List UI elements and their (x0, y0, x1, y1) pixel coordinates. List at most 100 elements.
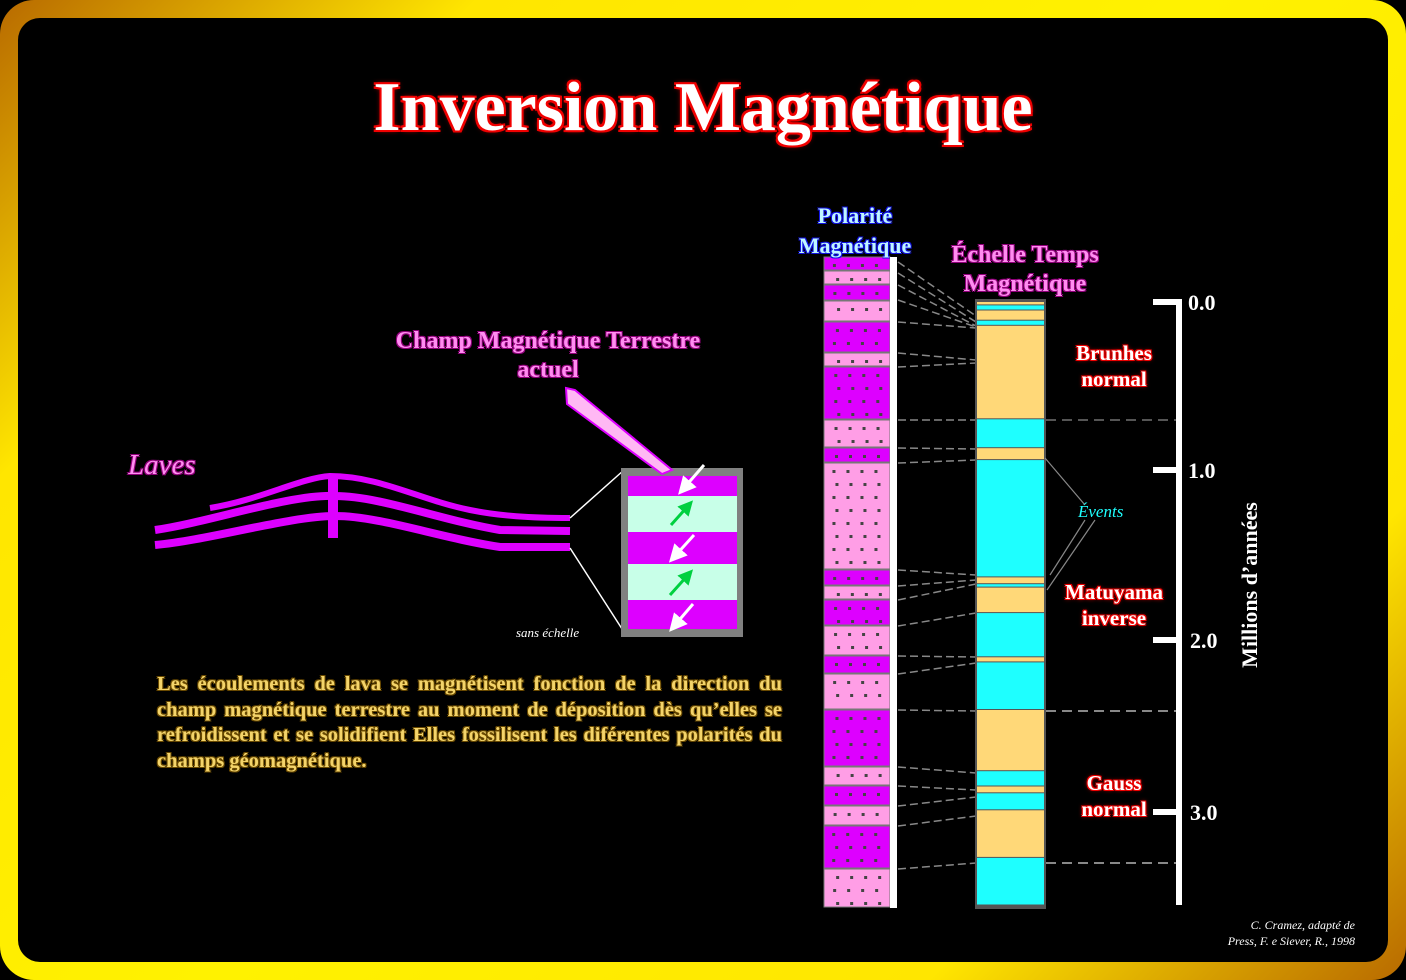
polarity-column-edge (890, 257, 897, 908)
rock-texture-dot (861, 813, 865, 816)
rock-texture-dot (879, 360, 883, 363)
rock-texture-dot (862, 427, 866, 430)
lava-layer-normal (823, 321, 891, 353)
rock-texture-dot (846, 833, 850, 836)
rock-texture-dot (846, 730, 850, 733)
rock-texture-dot (836, 278, 840, 281)
rock-texture-dot (835, 743, 839, 746)
rock-texture-dot (848, 374, 852, 377)
correlation-line (897, 299, 977, 328)
rock-texture-dot (875, 889, 879, 892)
rock-texture-dot (865, 308, 869, 311)
time-scale-column (975, 299, 1046, 909)
rock-texture-dot (836, 774, 840, 777)
rock-texture-dot (874, 264, 878, 267)
lava-layer-reverse (823, 868, 891, 908)
rock-texture-dot (832, 833, 836, 836)
rock-texture-dot (833, 292, 837, 295)
epoch-name: Matuyama (1065, 580, 1163, 604)
rock-texture-dot (865, 620, 869, 623)
rock-texture-dot (861, 681, 865, 684)
polarity-heading-line2: Magnétique (798, 233, 912, 258)
rock-texture-dot (849, 455, 852, 458)
rock-texture-dot (849, 663, 852, 666)
lava-layer-normal (823, 447, 891, 463)
correlation-line (897, 352, 977, 361)
rock-texture-dot (864, 774, 868, 777)
rock-texture-dot (874, 496, 878, 499)
rock-texture-dot (832, 264, 836, 267)
arrow-normal-icon (669, 603, 695, 632)
rock-texture-dot (837, 360, 841, 363)
rock-texture-dot (832, 756, 836, 759)
reverse-polarity-band (977, 320, 1044, 325)
rock-texture-dot (876, 374, 880, 377)
time-scale-heading-line2: Magnétique (963, 271, 1087, 297)
rock-texture-dot (848, 427, 852, 430)
rock-texture-dot (833, 681, 837, 684)
rock-texture-dot (847, 292, 851, 295)
rock-texture-dot (864, 694, 868, 697)
rock-texture-dot (865, 387, 869, 390)
rock-texture-dot (874, 548, 878, 551)
rock-texture-dot (850, 876, 854, 879)
rock-texture-dot (850, 694, 854, 697)
rock-texture-dot (846, 756, 850, 759)
correlation-line (897, 796, 977, 807)
rock-texture-dot (863, 846, 867, 849)
rock-texture-dot (837, 387, 841, 390)
lava-layer-normal (823, 785, 891, 806)
rock-texture-dot (875, 681, 879, 684)
rock-texture-dot (850, 774, 854, 777)
rock-texture-dot (864, 876, 868, 879)
rock-texture-dot (835, 509, 839, 512)
rock-texture-dot (835, 663, 838, 666)
rock-texture-dot (874, 756, 878, 759)
rock-texture-dot (877, 329, 881, 332)
rock-texture-dot (878, 774, 882, 777)
lava-layer-reverse (823, 352, 891, 367)
rock-texture-dot (849, 743, 853, 746)
events-label: Évents (1078, 502, 1124, 521)
epoch-type: normal (1081, 797, 1147, 821)
time-scale-heading-line1: Échelle Temps (951, 242, 1099, 268)
rock-texture-dot (877, 663, 880, 666)
rock-texture-dot (837, 308, 841, 311)
rock-texture-dot (865, 413, 869, 416)
rock-texture-dot (863, 535, 867, 538)
correlation-line (897, 655, 977, 658)
laves-label: Laves (128, 449, 196, 481)
correlation-line (897, 766, 977, 774)
rock-texture-dot (877, 455, 880, 458)
lava-layer-reverse (823, 270, 891, 285)
rock-texture-dot (860, 756, 864, 759)
lava-layer-normal (823, 655, 891, 674)
rock-texture-dot (860, 522, 864, 525)
rock-texture-dot (849, 535, 853, 538)
correlation-line (897, 447, 977, 450)
rock-texture-dot (847, 577, 851, 580)
normal-polarity-band (977, 786, 1044, 793)
callout-pointer (564, 386, 674, 476)
rock-texture-dot (836, 694, 840, 697)
correlation-line (897, 862, 977, 870)
time-axis (1153, 299, 1182, 905)
rock-texture-dot (851, 387, 855, 390)
page-title: Inversion Magnétique (373, 69, 1033, 146)
rock-texture-dot (847, 681, 851, 684)
rock-texture-dot (877, 561, 881, 564)
rock-texture-dot (849, 329, 853, 332)
rock-texture-dot (837, 646, 841, 649)
rock-texture-dot (846, 342, 850, 345)
reverse-polarity-band (977, 771, 1044, 786)
normal-polarity-band (977, 325, 1044, 419)
correlation-line (897, 583, 977, 601)
lava-layer-reverse (823, 625, 891, 656)
arrow-normal-icon (678, 464, 706, 495)
correlation-line (897, 662, 977, 675)
rock-texture-dot (878, 902, 882, 905)
rock-texture-dot (876, 633, 880, 636)
rock-texture-dot (862, 607, 866, 610)
polarity-heading: Polarité Magnétique (782, 201, 928, 261)
time-scale-heading: Échelle Temps Magnétique (935, 241, 1115, 299)
